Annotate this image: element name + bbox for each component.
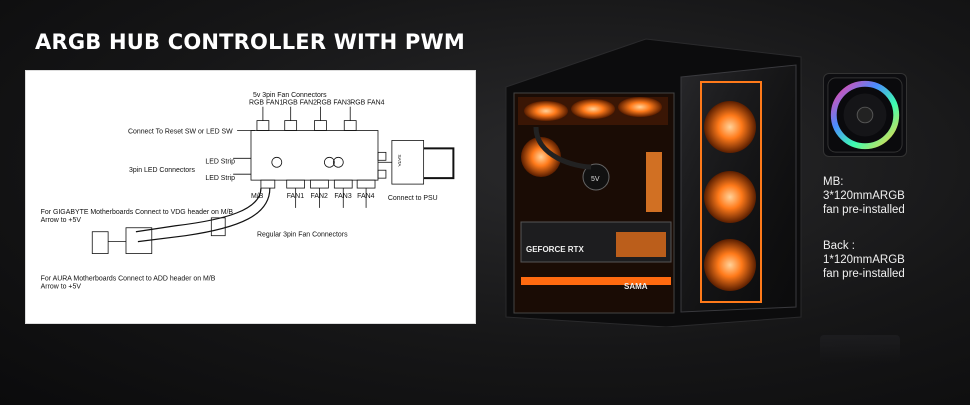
sata-label: SATA — [396, 154, 402, 167]
mb-label: M/B — [251, 193, 264, 200]
thumbnail-reflection — [820, 335, 900, 363]
aura-header-plug — [91, 231, 109, 254]
side-fan-2 — [704, 171, 756, 223]
led-strip2-connector — [377, 169, 387, 179]
gigabyte-header-plug — [210, 217, 226, 237]
pump-label: 5V — [591, 176, 600, 183]
mb-fan-info: MB: 3*120mmARGB fan pre-installed — [823, 175, 905, 217]
argb-fan-thumbnail — [823, 73, 907, 157]
top-fan-2 — [571, 99, 615, 119]
aura-line2: Arrow to +5V — [41, 283, 82, 290]
regular-fans-label: Regular 3pin Fan Connectors — [257, 232, 348, 239]
back-title: Back : — [823, 240, 855, 252]
mb-line1: 3*120mmARGB — [823, 190, 905, 202]
page-title: ARGB HUB CONTROLLER WITH PWM — [35, 30, 465, 54]
aura-line1: For AURA Motherboards Connect to ADD hea… — [41, 275, 216, 282]
rgb-fan4-connector — [343, 120, 357, 131]
fan4-connector — [356, 179, 376, 189]
hub-wiring-diagram: 5v 3pin Fan Connectors RGB FAN1 RGB FAN2… — [25, 70, 476, 324]
top-fan-3 — [618, 97, 662, 117]
hub-body — [250, 130, 379, 181]
rgb-fan1-connector — [256, 120, 270, 131]
mb-line2: fan pre-installed — [823, 204, 905, 216]
fan4-label: FAN4 — [357, 193, 374, 200]
reservoir — [646, 152, 662, 212]
back-fan-info: Back : 1*120mmARGB fan pre-installed — [823, 239, 905, 281]
gigabyte-line2: Arrow to +5V — [41, 217, 82, 224]
pc-case-svg: 5V GEFORCE RTX SAMA — [505, 38, 802, 327]
fan2-label: FAN2 — [311, 193, 328, 200]
case-brand: SAMA — [624, 282, 648, 291]
fan1-label: FAN1 — [287, 193, 304, 200]
rgb-fan4-label: RGB FAN4 — [350, 100, 384, 107]
rgb-fan2-label: RGB FAN2 — [283, 100, 317, 107]
back-line1: 1*120mmARGB — [823, 254, 905, 266]
back-line2: fan pre-installed — [823, 268, 905, 280]
rgb-fan1-label: RGB FAN1 — [249, 100, 283, 107]
mb-plug — [125, 227, 153, 254]
rgb-fan2-connector — [284, 120, 298, 131]
led-strip1-label: LED Strip — [205, 158, 235, 165]
side-fan-3 — [704, 239, 756, 291]
hub-led-b — [332, 156, 344, 168]
fan2-connector — [310, 179, 329, 189]
psu-label: Connect to PSU — [388, 195, 438, 202]
fan-connectors-header: 5v 3pin Fan Connectors — [253, 92, 327, 99]
side-fan-1 — [704, 101, 756, 153]
fan3-connector — [333, 179, 353, 189]
rgb-fan3-connector — [314, 120, 327, 131]
mb-connector — [260, 179, 276, 189]
hub-button — [271, 156, 283, 168]
wiring-diagram-svg: 5v 3pin Fan Connectors RGB FAN1 RGB FAN2… — [41, 92, 455, 290]
hub-led-a — [324, 156, 335, 168]
led-strip2-label: LED Strip — [205, 175, 235, 182]
fan1-connector — [286, 179, 305, 189]
gigabyte-line1: For GIGABYTE Motherboards Connect to VDG… — [41, 209, 234, 216]
led-connectors-label: 3pin LED Connectors — [129, 167, 195, 174]
front-glass-panel — [513, 92, 675, 314]
mb-title: MB: — [823, 176, 844, 188]
argb-fan-icon — [827, 77, 903, 153]
pc-case-image: 5V GEFORCE RTX SAMA — [496, 37, 810, 327]
top-fan-1 — [524, 101, 568, 121]
reset-label: Connect To Reset SW or LED SW — [128, 129, 233, 136]
rgb-fan3-label: RGB FAN3 — [316, 100, 350, 107]
led-strip1-connector — [377, 151, 387, 161]
gpu-label: GEFORCE RTX — [526, 245, 584, 254]
rear-fan — [521, 137, 561, 177]
fan3-label: FAN3 — [334, 193, 351, 200]
